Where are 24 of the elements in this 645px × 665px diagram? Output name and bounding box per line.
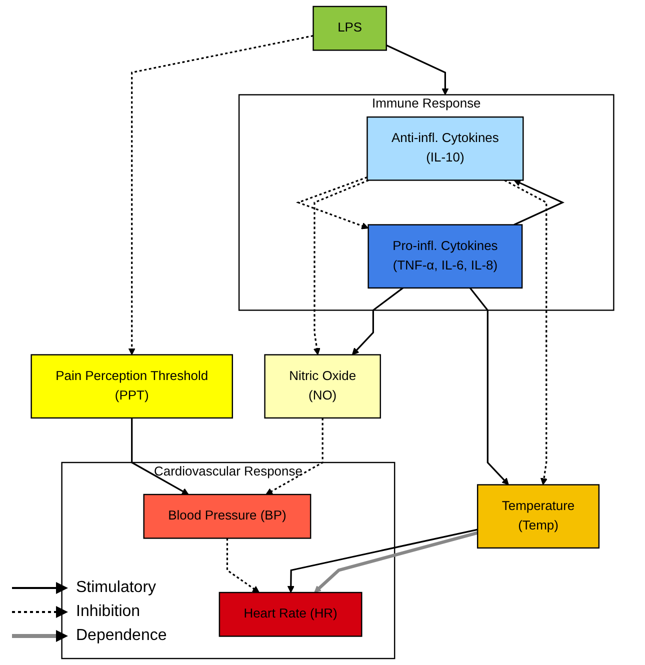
arrow [314,531,478,593]
node-box: Blood Pressure (BP) [143,494,312,539]
legend-text: Dependence [76,627,167,645]
arrow [469,287,509,486]
node-box: Pro-infl. Cytokines (TNF-α, IL-6, IL-8) [368,224,523,289]
arrow [226,538,260,593]
arrow [352,287,404,356]
node-box: Temperature (Temp) [476,484,600,549]
node-box: Anti-infl. Cytokines (IL-10) [366,116,524,181]
arrow [504,180,548,486]
arrow [386,44,449,96]
legend-text: Inhibition [76,603,140,621]
node-box: Heart Rate (HR) [218,592,362,637]
node-box: LPS [312,6,387,51]
legend-text: Stimulatory [76,579,156,597]
arrow [313,179,369,356]
arrow [296,176,369,230]
node-box: Pain Perception Threshold (PPT) [30,354,233,419]
arrow [287,528,478,593]
arrow [128,34,314,356]
node-box: Nitric Oxide (NO) [264,354,381,419]
arrow [266,418,324,495]
arrow [514,180,564,226]
arrow [131,418,189,495]
